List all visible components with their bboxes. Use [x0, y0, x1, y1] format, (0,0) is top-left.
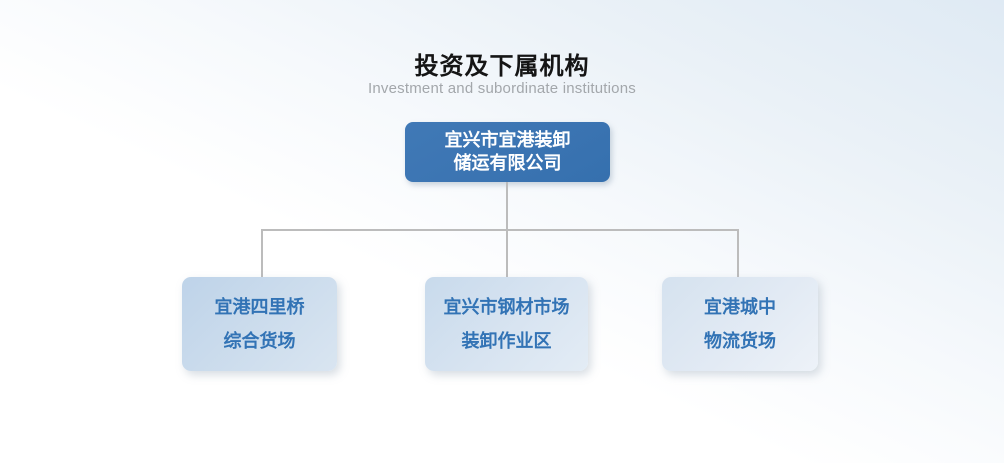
connector-root-vertical	[506, 182, 508, 230]
org-node-child-1-line2: 综合货场	[223, 331, 296, 351]
page-title: 投资及下属机构	[414, 53, 590, 80]
org-node-child-1: 宜港四里桥 综合货场	[182, 277, 337, 371]
org-node-child-2-line2: 装卸作业区	[461, 331, 552, 351]
org-node-child-1-line1: 宜港四里桥	[214, 297, 305, 317]
connector-center-vertical	[506, 229, 508, 277]
org-node-root-line1: 宜兴市宜港装卸	[444, 130, 571, 150]
org-node-child-3-line1: 宜港城中	[704, 297, 776, 317]
org-node-child-3: 宜港城中 物流货场	[662, 277, 818, 371]
connector-right-vertical	[737, 229, 739, 277]
org-node-root-line2: 储运有限公司	[453, 153, 562, 173]
connector-horizontal	[261, 229, 739, 231]
org-node-child-3-line2: 物流货场	[704, 331, 776, 351]
org-node-child-2: 宜兴市钢材市场 装卸作业区	[425, 277, 588, 371]
org-node-child-2-line1: 宜兴市钢材市场	[443, 297, 570, 317]
page-subtitle: Investment and subordinate institutions	[368, 80, 636, 97]
connector-left-vertical	[261, 229, 263, 277]
org-node-root: 宜兴市宜港装卸 储运有限公司	[405, 122, 610, 182]
